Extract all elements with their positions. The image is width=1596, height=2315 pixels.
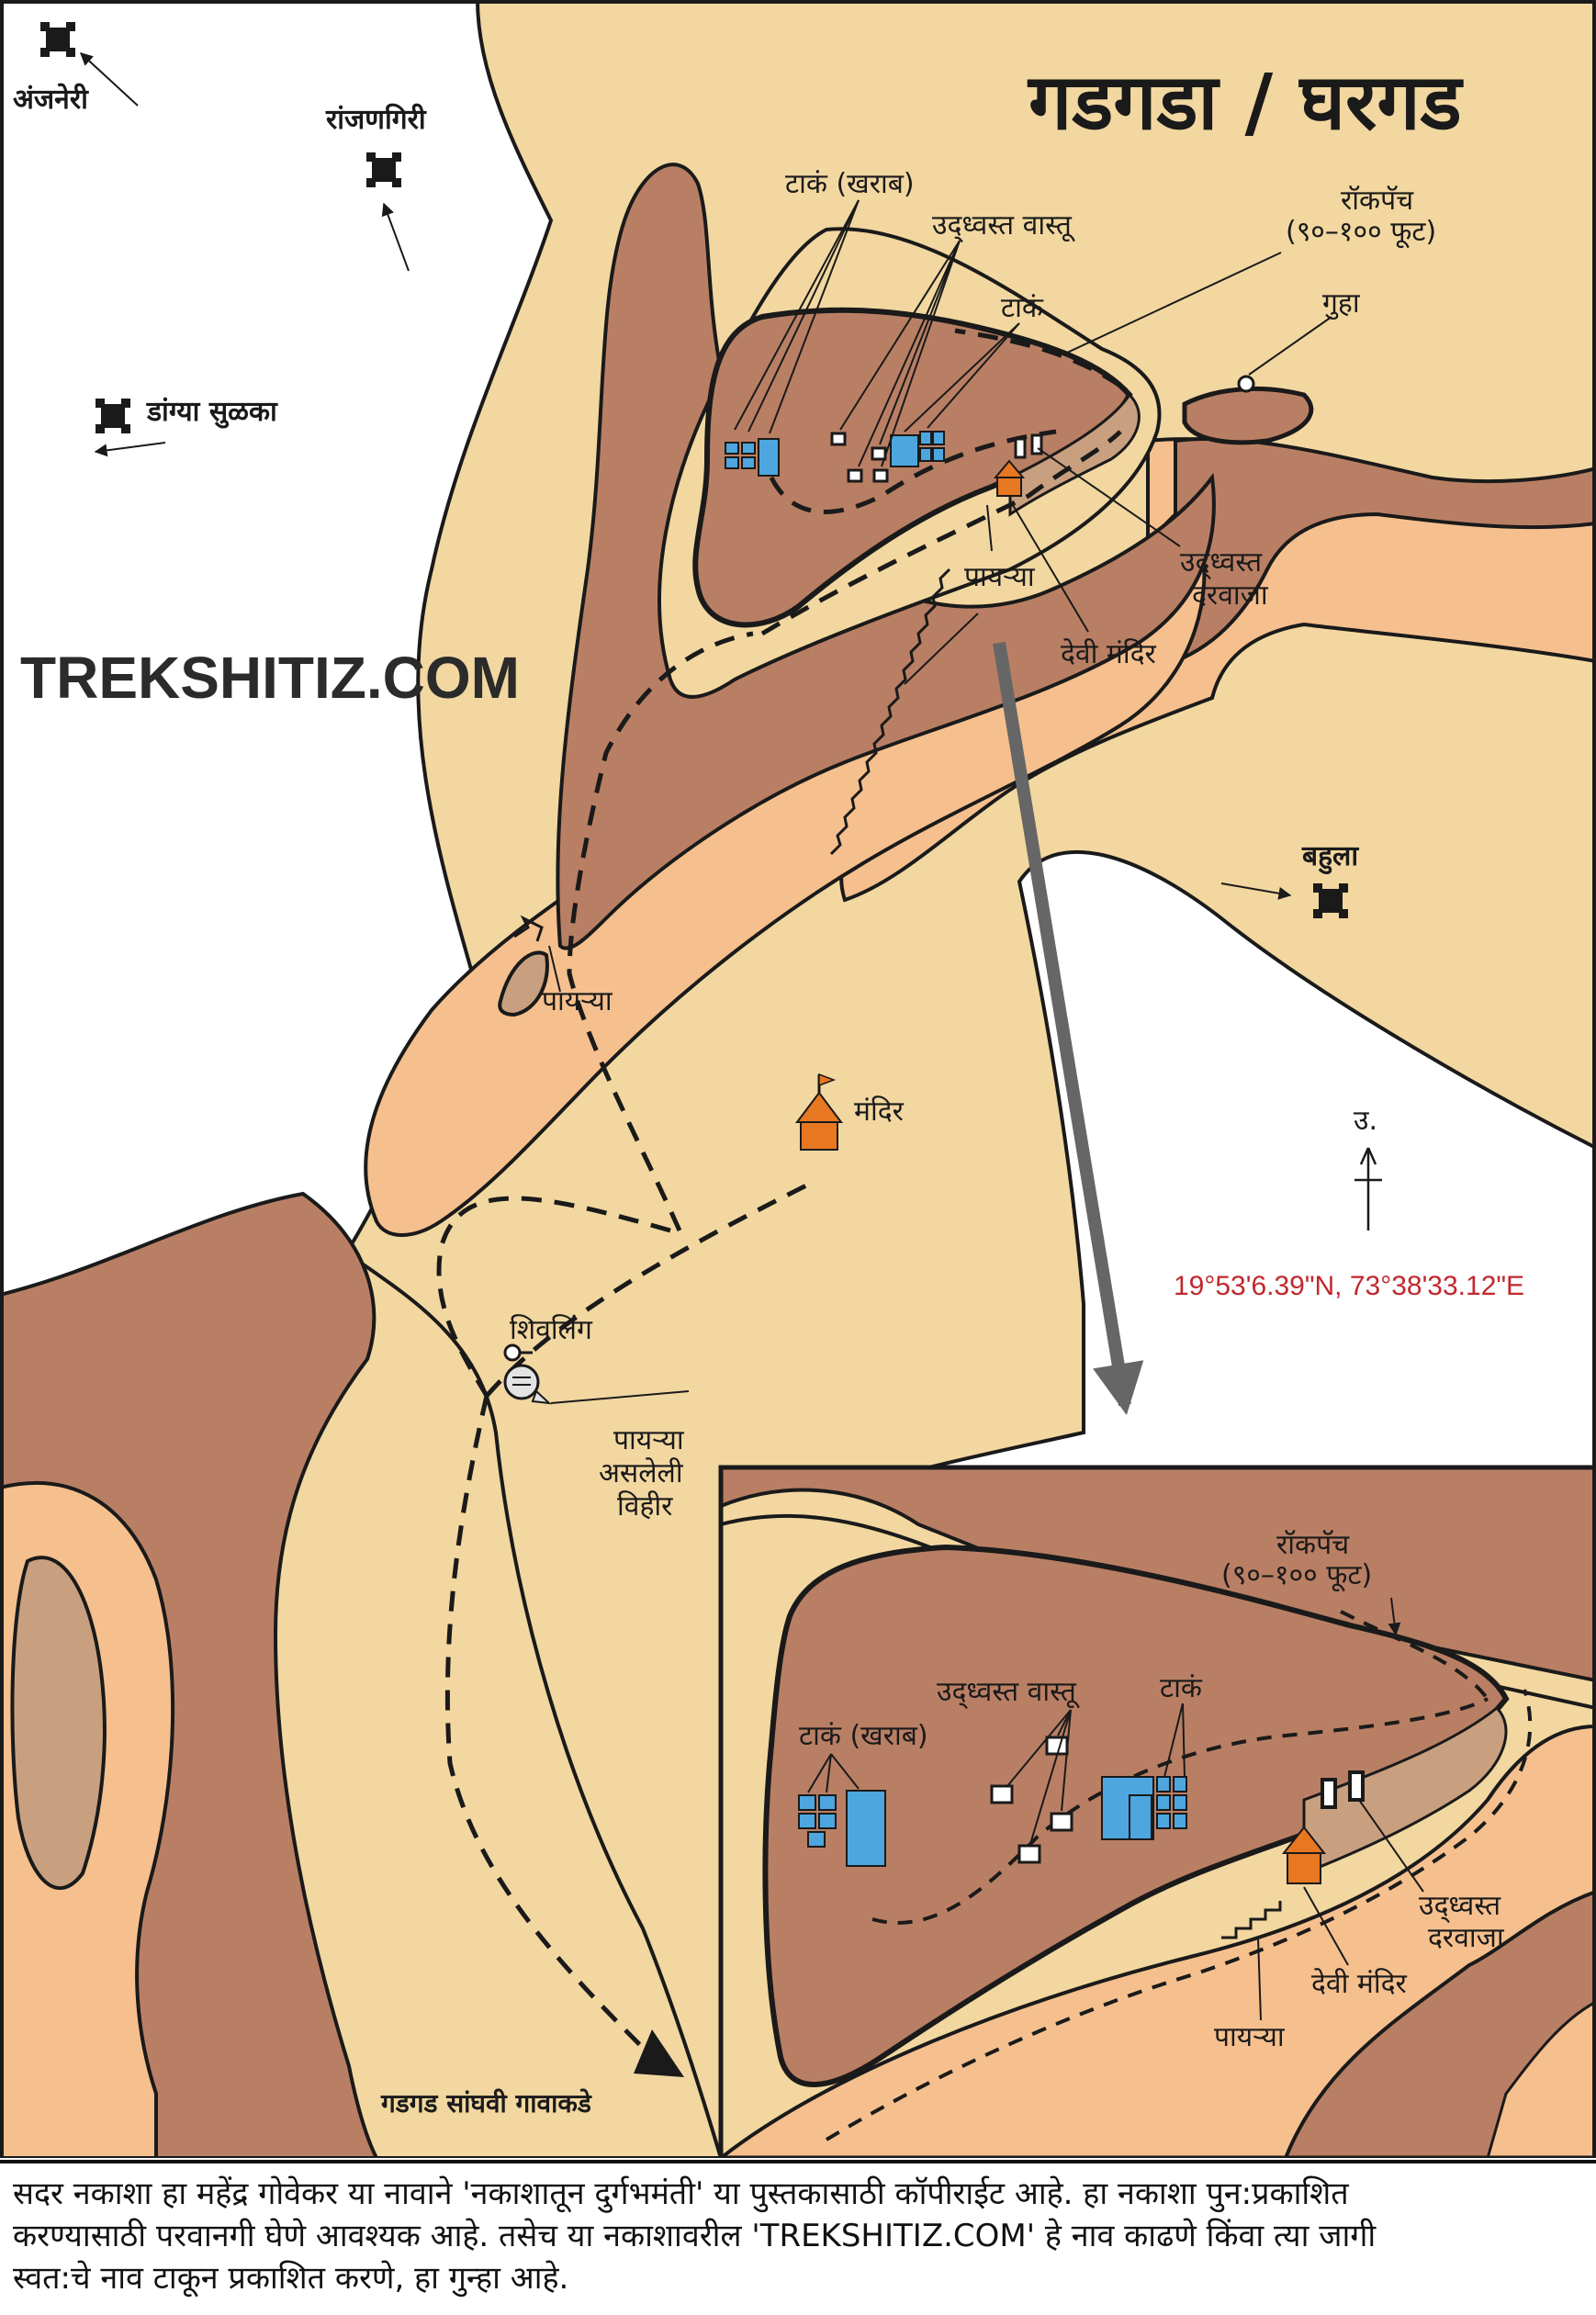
fort-icon-dangya-sulka	[96, 399, 130, 433]
fort-label-anjaneri: अंजनेरी	[13, 83, 89, 116]
cave-icon	[1237, 375, 1255, 393]
terrain-scarp	[1008, 392, 1141, 517]
inset-label-payrya: पायऱ्या	[1214, 2021, 1286, 2053]
label-vihir-2: असलेली	[599, 1457, 684, 1489]
map-frame	[0, 0, 1596, 2158]
fort-icon-ranjangiri	[366, 152, 401, 187]
fort-label-dangya-sulka: डांग्या सुळका	[146, 396, 278, 429]
devi-mandir-main	[993, 433, 1043, 497]
label-rockpatch-1: रॉकपॅच	[1341, 185, 1414, 217]
label-taak-kharab: टाकं (खराब)	[785, 168, 915, 200]
inset-label-udhvast-vastu: उद्ध्वस्त वास्तू	[937, 1676, 1080, 1709]
label-devi-mandir: देवी मंदिर	[1061, 638, 1157, 670]
fort-icon-bahula	[1313, 883, 1348, 918]
north-arrow	[1354, 1147, 1382, 1231]
label-mandir: मंदिर	[854, 1096, 905, 1128]
label-payrya-lower: पायऱ्या	[542, 985, 613, 1017]
watermark: TREKSHITIZ.COM	[20, 645, 520, 711]
north-label: उ.	[1354, 1105, 1377, 1137]
inset-label-devi-mandir: देवी मंदिर	[1311, 1968, 1408, 2000]
route-arrowhead	[634, 2029, 684, 2077]
label-udhvast-darwaja-1: उद्ध्वस्त	[1180, 546, 1263, 579]
label-taak: टाकं	[1001, 292, 1044, 324]
terrain-hill-inner-lower-left	[10, 1556, 107, 1890]
inset-label-udhvast-darwaja-2: दरवाजा	[1428, 1922, 1505, 1954]
stairs-path-lower	[513, 915, 544, 942]
copyright-notice: सदर नकाशा हा महेंद्र गोवेकर या नावाने 'न…	[0, 2160, 1596, 2315]
label-vihir-3: विहीर	[617, 1490, 673, 1523]
fort-label-ranjangiri: रांजणगिरी	[325, 103, 427, 136]
trek-map: गडगडा / घरगड TREKSHITIZ.COM 19°53'6.39"N…	[0, 0, 1596, 2158]
inset-label-rockpatch-1: रॉकपॅच	[1276, 1529, 1350, 1561]
label-shivling: शिवलिंग	[510, 1314, 593, 1346]
terrain-cave-hill	[1182, 386, 1314, 445]
fort-label-bahula: बहुला	[1301, 840, 1359, 875]
label-guha: गुहा	[1322, 287, 1361, 320]
mandir-icon	[795, 1073, 843, 1151]
inset-label-taak-kharab: टाकं (खराब)	[799, 1720, 928, 1752]
label-route-to-village: गडगड सांघवी गावाकडे	[380, 2088, 592, 2118]
direction-arrows	[79, 52, 1332, 1404]
copyright-line-2: करण्यासाठी परवानगी घेणे आवश्यक आहे. तसेच…	[13, 2218, 1377, 2254]
stairs-path	[829, 568, 951, 856]
label-rockpatch-2: (९०–१०० फूट)	[1286, 216, 1436, 249]
map-title: गडगडा / घरगड	[1027, 57, 1465, 147]
label-udhvast-vastu: उद्ध्वस्त वास्तू	[932, 209, 1075, 242]
label-udhvast-darwaja-2: दरवाजा	[1192, 579, 1269, 612]
inset-label-taak: टाकं	[1160, 1672, 1203, 1704]
label-payrya-upper: पायऱ्या	[964, 561, 1036, 593]
water-tanks-main	[725, 431, 945, 477]
copyright-line-1: सदर नकाशा हा महेंद्र गोवेकर या नावाने 'न…	[13, 2175, 1349, 2212]
inset-map	[718, 1465, 1596, 2158]
label-vihir-1: पायऱ्या	[613, 1424, 685, 1456]
inset-pointer-arrow	[993, 641, 1144, 1416]
well-icon	[503, 1364, 552, 1405]
copyright-line-3: स्वत:चे नाव टाकून प्रकाशित करणे, हा गुन्…	[13, 2260, 569, 2297]
coordinates: 19°53'6.39"N, 73°38'33.12"E	[1174, 1271, 1524, 1301]
shivling-icon	[503, 1343, 533, 1362]
fort-icon-anjaneri	[40, 22, 75, 57]
terrain-rock	[498, 950, 549, 1017]
inset-label-udhvast-darwaja-1: उद्ध्वस्त	[1419, 1890, 1501, 1923]
inset-label-rockpatch-2: (९०–१०० फूट)	[1221, 1559, 1372, 1592]
